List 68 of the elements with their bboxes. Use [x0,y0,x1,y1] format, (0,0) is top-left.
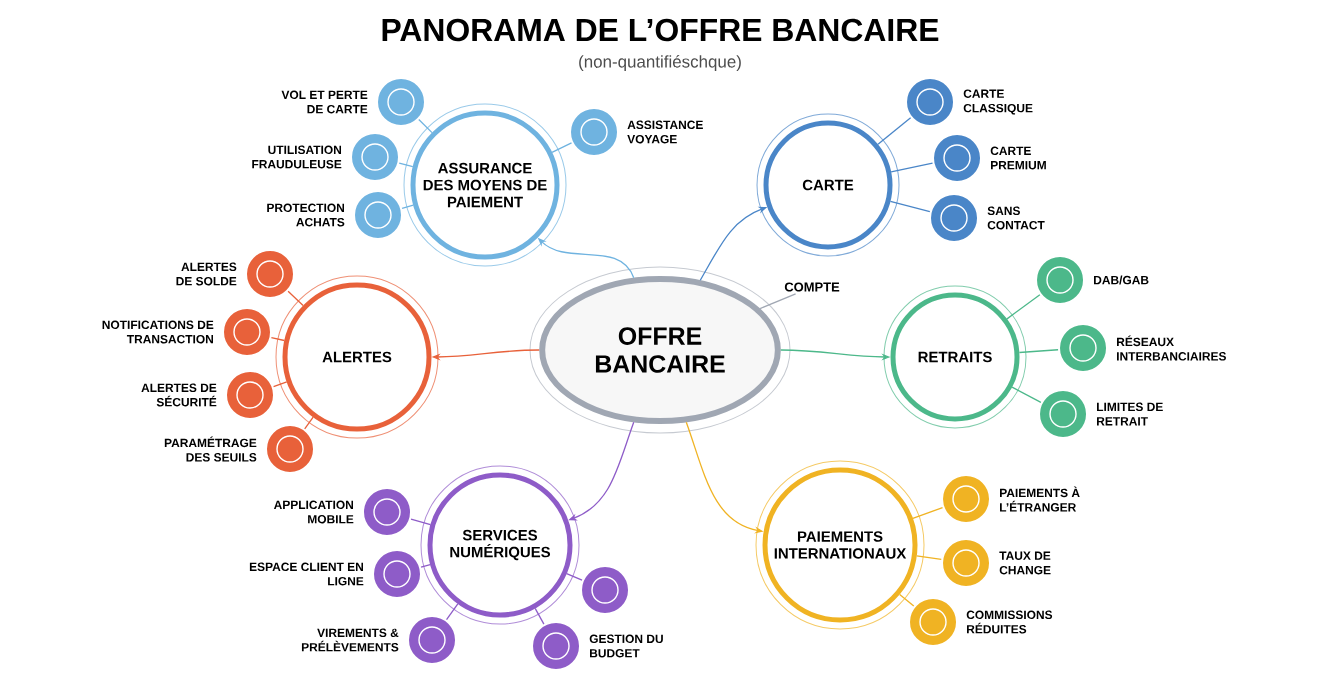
icon-circle [929,193,979,243]
connector [401,204,414,209]
icon-circle [1035,255,1085,305]
item-label: RÉSEAUX INTERBANCIAIRES [1117,335,1226,361]
icon-circle [265,424,315,474]
item-label: SANS CONTACT [987,206,1045,230]
item-label: VOL ET PERTE DE CARTE [281,90,368,114]
icon-circle [245,249,295,299]
item-label: ALERTES DE SÉCURITÉ [141,383,217,407]
connector [270,336,285,342]
connector [445,603,459,621]
icon-circle [222,307,272,357]
connector [1018,349,1059,354]
icon-circle [941,474,991,524]
connector [889,200,931,213]
connector [534,607,545,625]
item-label: APPLICATION MOBILE [273,500,354,524]
item-label: PROTECTION ACHATS [267,203,345,227]
connector [1011,386,1042,403]
item-label: ASSISTANCE VOYAGE [627,120,703,144]
connector [410,518,432,526]
icon-circle [353,190,403,240]
item-label: CARTE PREMIUM [990,146,1046,170]
icon-circle [407,615,457,665]
item-label: PARAMÉTRAGE DES SEUILS [164,436,257,462]
connector [566,572,583,581]
item-label: COMMISSIONS RÉDUITES [966,610,1053,634]
item-label: ALERTES DE SOLDE [176,262,237,286]
item-label: LIMITES DE RETRAIT [1097,402,1163,426]
connector [1006,294,1041,320]
connector [287,290,304,307]
icon-circle [580,565,630,615]
icon-circle [1058,323,1108,373]
item-label: VIREMENTS & PRÉLÈVEMENTS [301,628,399,652]
subtitle: (non-quantifiéschque) [579,55,741,71]
connector [899,593,915,607]
item-label: NOTIFICATIONS DE TRANSACTION [102,320,214,344]
connector [877,117,912,145]
item-label: UTILISATION FRAUDULEUSE [252,145,342,169]
icon-circle [941,538,991,588]
icon-circle [531,621,581,671]
item-label: GESTION DU BUDGET [589,634,663,658]
leader-line [759,293,797,310]
icon-circle [1038,389,1088,439]
connector [418,118,433,134]
connector [916,555,942,561]
title: PANORAMA DE L’OFFRE BANCAIRE [382,18,939,42]
icon-circle [225,370,275,420]
icon-circle [908,597,958,647]
item-label: DAB/GAB [1094,275,1149,285]
item-label: CARTE CLASSIQUE [963,89,1033,115]
connector [304,416,314,430]
connector [420,564,431,568]
item-label: TAUX DE CHANGE [999,551,1051,575]
icon-circle [372,549,422,599]
connector [272,381,288,388]
icon-circle [350,132,400,182]
item-label: ESPACE CLIENT EN LIGNE [249,562,364,586]
icon-circle [362,487,412,537]
connector [890,162,934,173]
icon-circle [376,77,426,127]
connector [551,142,573,154]
connector [398,162,414,168]
icon-circle [905,77,955,127]
icon-circle [932,133,982,183]
item-label: PAIEMENTS À L’ÉTRANGER [1000,486,1080,512]
icon-circle [569,107,619,157]
connector [912,506,944,520]
